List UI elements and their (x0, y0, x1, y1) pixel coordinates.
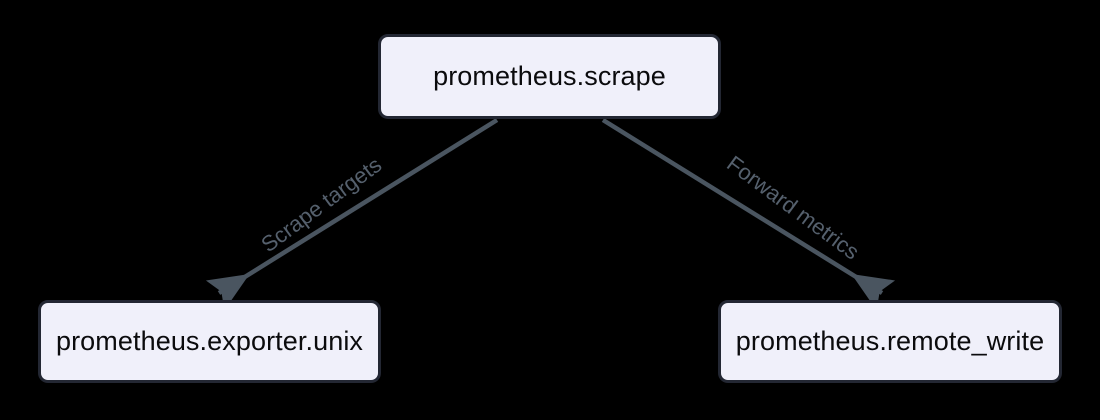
edge-scrape-to-exporter (205, 118, 499, 311)
node-label: prometheus.scrape (433, 61, 666, 91)
node-prometheus-exporter-unix[interactable]: prometheus.exporter.unix (38, 300, 381, 383)
node-prometheus-remote-write[interactable]: prometheus.remote_write (718, 300, 1062, 383)
node-prometheus-scrape[interactable]: prometheus.scrape (378, 34, 721, 119)
node-label: prometheus.remote_write (735, 326, 1045, 356)
node-label: prometheus.exporter.unix (55, 326, 364, 356)
edge-scrape-to-remote (601, 118, 896, 311)
